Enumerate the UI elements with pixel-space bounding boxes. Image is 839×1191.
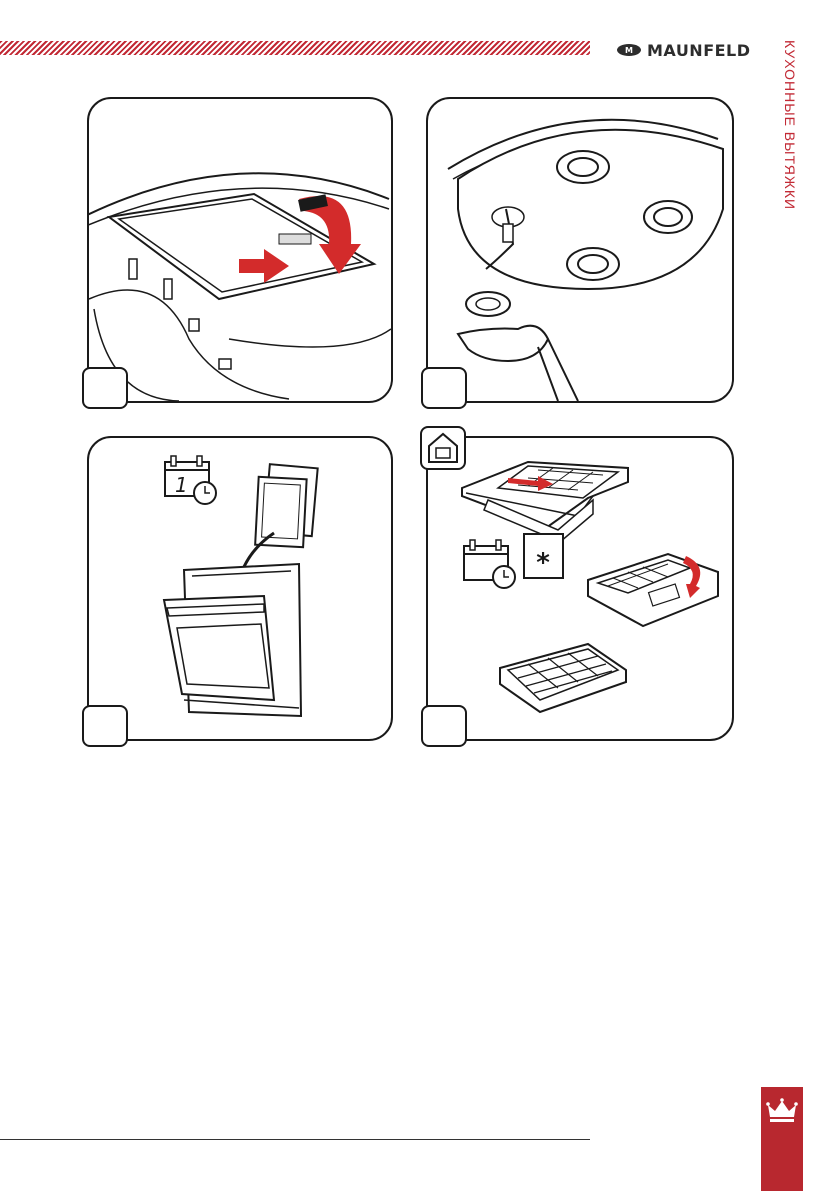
- panel-4: *: [426, 436, 734, 741]
- carbon-filter-replace-illustration: *: [428, 438, 732, 739]
- brand-logo: M MAUNFELD: [616, 40, 756, 60]
- panel-1: [87, 97, 393, 403]
- house-icon: [420, 426, 466, 470]
- section-title-vertical: КУХОННЫЕ ВЫТЯЖКИ: [768, 40, 798, 220]
- svg-text:M: M: [625, 46, 633, 55]
- panel-3: 1: [87, 436, 393, 741]
- panel-2: [426, 97, 734, 403]
- step-number-box-4: [421, 705, 467, 747]
- brand-mark-icon: M: [616, 43, 642, 57]
- footer-rule: [0, 1139, 590, 1140]
- calendar-icon-2: [464, 540, 515, 588]
- footer-red-tab: [761, 1087, 803, 1191]
- hood-filter-slide-illustration: [89, 99, 391, 401]
- step-number-box-1: [82, 367, 128, 409]
- asterisk-mark: *: [536, 548, 550, 578]
- dishwasher-filter-wash-illustration: 1: [89, 438, 391, 739]
- header-hatch-bar: [0, 41, 590, 55]
- brand-name: MAUNFELD: [647, 41, 751, 60]
- calendar-icon: 1: [165, 456, 216, 504]
- step-number-box-2: [421, 367, 467, 409]
- hood-bulb-removal-illustration: [428, 99, 732, 401]
- calendar-number: 1: [175, 473, 188, 497]
- step-number-box-3: [82, 705, 128, 747]
- crown-icon: [761, 1093, 803, 1133]
